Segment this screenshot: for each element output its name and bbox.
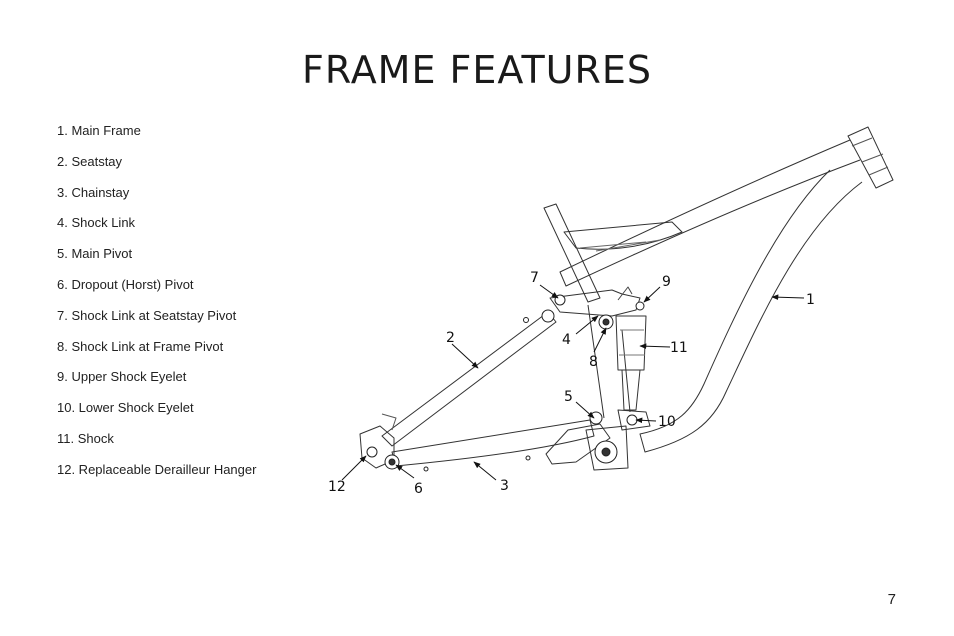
leader-3	[473, 461, 497, 481]
leader-1	[771, 294, 805, 300]
legend-item-shock-link-frame-pivot: 8. Shock Link at Frame Pivot	[57, 338, 224, 354]
leader-11	[639, 343, 671, 350]
chainstay	[391, 419, 595, 467]
legend-item-derailleur-hanger: 12. Replaceable Derailleur Hanger	[57, 461, 257, 477]
bottom-bracket	[585, 425, 629, 471]
leader-2	[451, 343, 479, 369]
callout-9: 9	[662, 274, 671, 290]
main-pivot-bolt	[589, 411, 603, 425]
leader-9	[643, 286, 661, 303]
legend-item-seatstay: 2. Seatstay	[57, 153, 123, 169]
seat-tube	[543, 203, 601, 303]
legend-item-main-frame: 1. Main Frame	[57, 123, 141, 138]
callout-5: 5	[564, 389, 573, 405]
callout-8: 8	[589, 354, 598, 370]
leader-4	[575, 315, 599, 335]
seatstay	[381, 311, 557, 447]
down-tube	[639, 169, 863, 453]
legend-item-main-pivot: 5. Main Pivot	[57, 246, 133, 262]
callout-3: 3	[500, 478, 509, 494]
seat-tube-lower	[587, 304, 631, 419]
lower-shock-mount	[617, 409, 651, 431]
callout-1: 1	[806, 292, 815, 308]
leader-5	[575, 401, 595, 419]
pivot-hardware	[366, 294, 645, 472]
top-tube	[559, 139, 861, 287]
leader-8	[593, 327, 607, 353]
derailleur-hanger	[366, 446, 378, 458]
legend-item-shock: 11. Shock	[57, 430, 114, 446]
top-tube-gusset	[563, 221, 683, 250]
callout-12: 12	[328, 479, 346, 495]
shock-body	[615, 315, 647, 371]
upper-shock-eyelet	[635, 301, 645, 311]
leader-7	[539, 284, 559, 299]
lower-shock-eyelet	[626, 414, 638, 426]
legend-item-dropout-pivot: 6. Dropout (Horst) Pivot	[57, 276, 194, 292]
leader-12	[341, 455, 367, 481]
callout-6: 6	[414, 481, 423, 497]
callout-4: 4	[562, 332, 571, 348]
callout-7: 7	[530, 270, 539, 286]
legend-item-upper-shock-eyelet: 9. Upper Shock Eyelet	[57, 369, 187, 385]
callout-10: 10	[658, 414, 676, 430]
page-number: 7	[887, 591, 896, 608]
callout-leaders	[341, 284, 805, 481]
leader-6	[395, 464, 415, 479]
legend-item-shock-link: 4. Shock Link	[57, 215, 136, 231]
callout-11: 11	[670, 340, 688, 356]
page-title: FRAME FEATURES	[301, 48, 653, 92]
head-tube	[847, 126, 894, 189]
legend-item-chainstay: 3. Chainstay	[57, 184, 130, 200]
leader-10	[635, 417, 657, 424]
legend-item-shock-link-seatstay-pivot: 7. Shock Link at Seatstay Pivot	[57, 307, 237, 323]
callout-labels: 1 2 3 4 5 6 7 8 9 10 11 12	[328, 270, 815, 497]
feature-legend: 1. Main Frame 2. Seatstay 3. Chainstay 4…	[57, 123, 256, 493]
callout-2: 2	[446, 330, 455, 346]
legend-item-lower-shock-eyelet: 10. Lower Shock Eyelet	[57, 400, 194, 416]
